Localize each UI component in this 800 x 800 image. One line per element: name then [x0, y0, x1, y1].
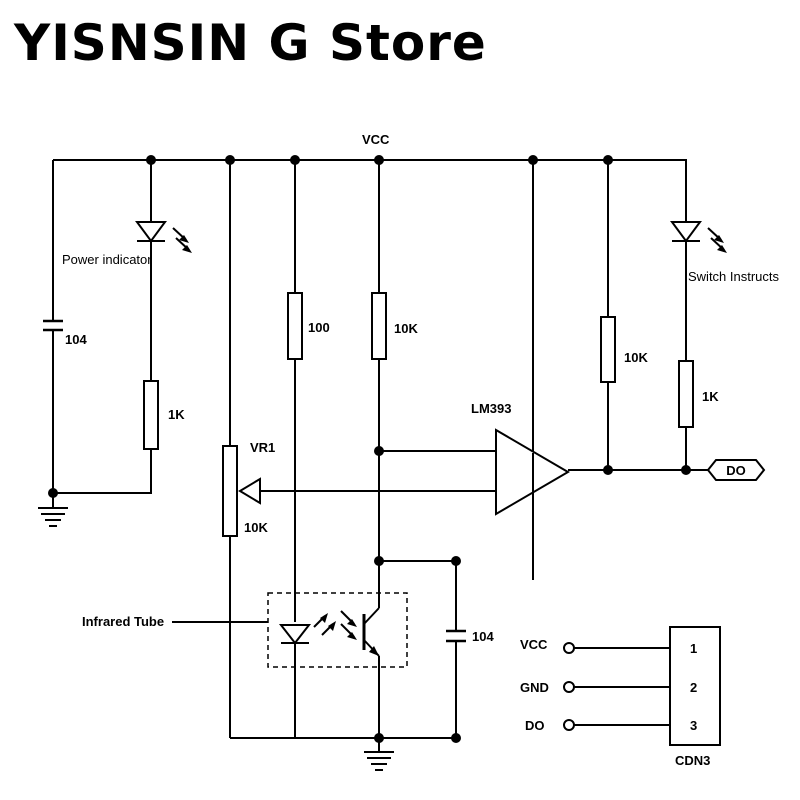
pin-2-number: 2: [690, 680, 697, 695]
ground-symbol-bottom: [364, 751, 394, 771]
infrared-receive-arrows: [340, 610, 357, 640]
vr1-label: VR1: [250, 440, 275, 455]
potentiometer-vr1: [222, 445, 238, 537]
r-sw-value: 1K: [702, 389, 719, 404]
vcc-label: VCC: [362, 132, 390, 147]
r-power-value: 1K: [168, 407, 185, 422]
c2-value: 104: [472, 629, 494, 644]
junction-dots: [48, 155, 691, 743]
infrared-led: [278, 613, 336, 738]
store-title: YISNSIN G Store: [14, 14, 487, 72]
switch-instructs-label: Switch Instructs: [688, 269, 780, 284]
power-indicator-label: Power indicator: [62, 252, 152, 267]
resistor-1k-switch: [678, 360, 694, 428]
do-output-tag: [706, 459, 766, 481]
connector-name: CDN3: [675, 753, 710, 768]
phototransistor: [362, 607, 380, 657]
vr1-wiper-arrow: [238, 477, 261, 505]
r10k-b-value: 10K: [624, 350, 648, 365]
pin-1-signal: VCC: [520, 637, 548, 652]
connector-cdn3: [669, 626, 721, 746]
capacitor-c1: [43, 160, 63, 493]
pin-2-signal: GND: [520, 680, 549, 695]
comparator-label: LM393: [471, 401, 511, 416]
r100-value: 100: [308, 320, 330, 335]
resistor-1k-power: [143, 380, 159, 450]
r10k-a-value: 10K: [394, 321, 418, 336]
vr1-value: 10K: [244, 520, 268, 535]
connector-pin-1: VCC 1: [520, 637, 697, 656]
pin-1-number: 1: [690, 641, 697, 656]
power-led: [135, 160, 192, 381]
resistor-10k-a: [371, 292, 387, 360]
pin-3-signal: DO: [525, 718, 545, 733]
switch-led: [670, 160, 727, 361]
power-return-wire: [53, 449, 152, 494]
pin-3-number: 3: [690, 718, 697, 733]
capacitor-c2: [379, 560, 466, 738]
do-output-label: DO: [726, 463, 746, 478]
connector-pin-3: DO 3: [525, 718, 697, 733]
resistor-100: [287, 292, 303, 360]
infrared-tube-label: Infrared Tube: [82, 614, 164, 629]
infrared-tube-box: [267, 592, 408, 668]
c1-value: 104: [65, 332, 87, 347]
resistor-10k-b: [600, 316, 616, 383]
connector-pin-2: GND 2: [520, 680, 697, 695]
